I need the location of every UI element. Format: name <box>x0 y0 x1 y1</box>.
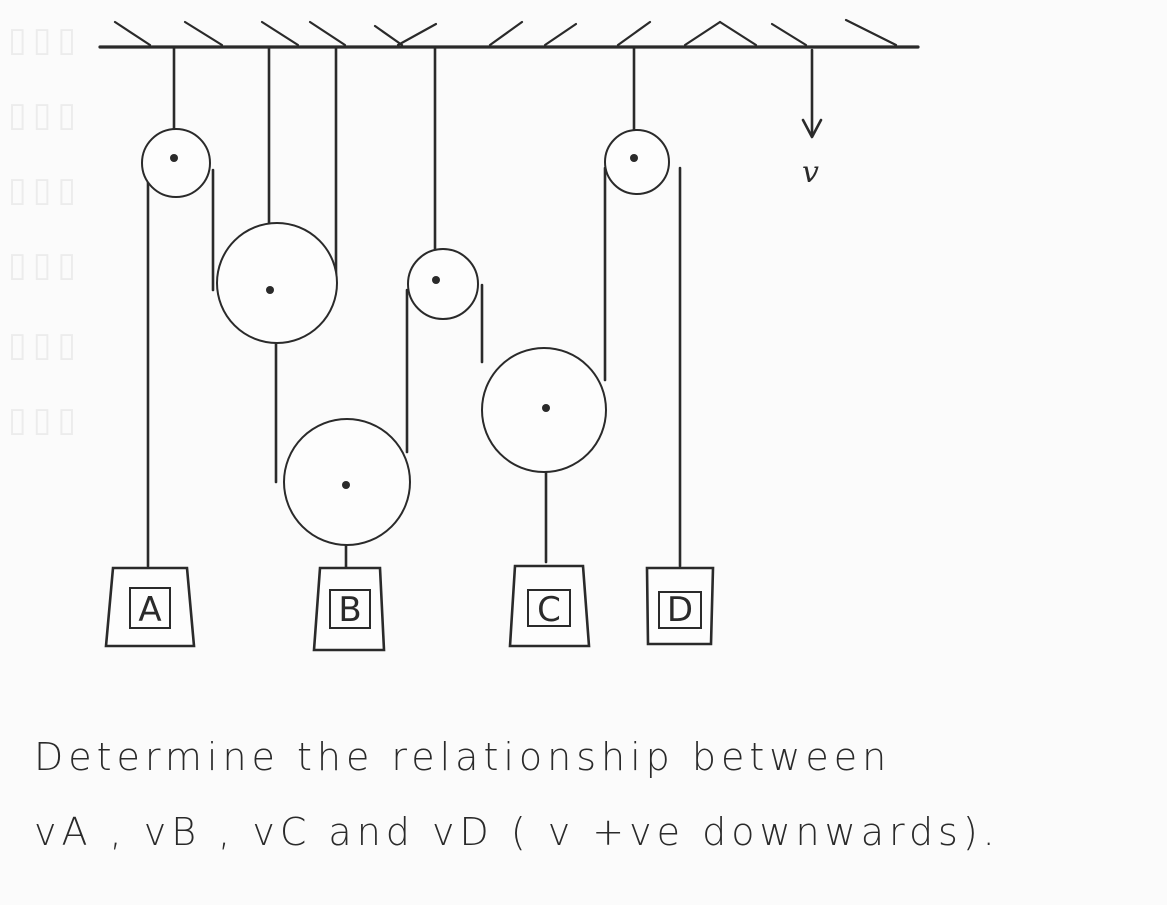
rope-runs <box>146 166 682 570</box>
bleed-through-mark: ▯▯▯ <box>8 20 83 60</box>
block-d: D <box>645 566 715 646</box>
velocity-direction-indicator: v <box>801 48 823 190</box>
bleed-through-mark: ▯▯▯ <box>8 170 83 210</box>
block-c-label: C <box>537 590 561 630</box>
bleed-through-mark: ▯▯▯ <box>8 400 83 440</box>
block-b: B <box>312 566 386 652</box>
bleed-through-mark: ▯▯▯ <box>8 95 83 135</box>
pulley-2-axle <box>266 286 274 294</box>
pulley-3-axle <box>342 481 350 489</box>
pulley-1 <box>141 128 211 198</box>
pulley-4 <box>407 248 479 320</box>
velocity-label: v <box>802 155 819 190</box>
pulley-6 <box>604 129 670 195</box>
pulleys <box>141 128 670 546</box>
caption-line-1: Determine the relationship between <box>34 735 892 779</box>
block-a: A <box>104 566 196 648</box>
pulley-5-axle <box>542 404 550 412</box>
bleed-through-mark: ▯▯▯ <box>8 325 83 365</box>
ceiling-hatching <box>113 18 898 47</box>
velocity-arrow-head <box>801 118 823 139</box>
block-d-label: D <box>667 590 693 630</box>
block-a-label: A <box>138 590 161 630</box>
pulley-6-axle <box>630 154 638 162</box>
caption-line-2: vA , vB , vC and vD ( v +ve downwards). <box>34 810 1000 854</box>
pulley-4-axle <box>432 276 440 284</box>
ceiling <box>98 18 920 49</box>
bleed-through-mark: ▯▯▯ <box>8 245 83 285</box>
pulley-1-axle <box>170 154 178 162</box>
block-b-label: B <box>338 590 361 630</box>
pulley-2 <box>216 222 338 344</box>
block-c: C <box>508 564 591 648</box>
